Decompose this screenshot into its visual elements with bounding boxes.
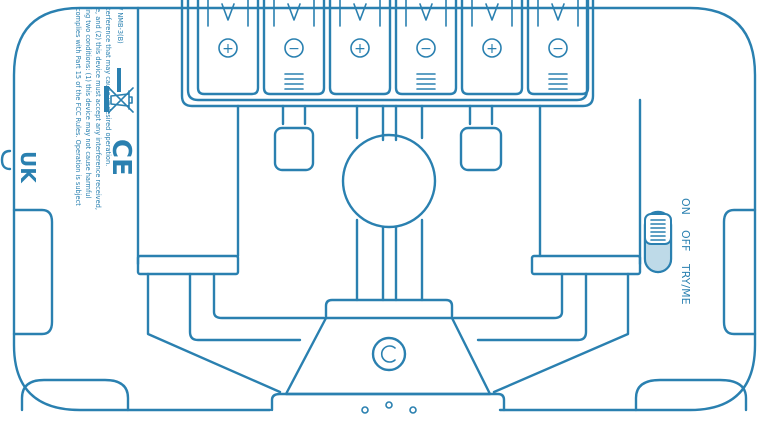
right-bottom-lug xyxy=(634,378,748,412)
inner-panel-outline xyxy=(136,6,642,266)
left-arm-bar xyxy=(136,254,240,276)
spring-contact-icon xyxy=(284,73,304,90)
ce-mark-icon: CE xyxy=(106,139,136,176)
power-jack-icon xyxy=(371,336,407,372)
fcc-line-5: / NMB-3(B) xyxy=(116,8,124,44)
center-upper-posts xyxy=(355,104,424,142)
fcc-line-2: ing two conditions: (1) this device may … xyxy=(84,8,92,198)
fcc-line-1: complies with Part 15 of the FCC Rules. … xyxy=(74,8,82,206)
battery-tip-icon xyxy=(471,0,513,27)
switch-label-off: OFF xyxy=(679,230,692,251)
battery-slot: + xyxy=(196,0,260,96)
polarity-plus: + xyxy=(354,41,366,57)
right-strut xyxy=(452,272,630,394)
spring-contact-icon xyxy=(416,73,436,90)
polarity-minus: − xyxy=(288,41,300,57)
switch-label-on: ON xyxy=(679,198,692,215)
polarity-minus: − xyxy=(420,41,432,57)
battery-slot: − xyxy=(394,0,458,96)
weee-crossed-bin-icon xyxy=(108,68,134,113)
battery-slot: + xyxy=(460,0,524,96)
switch-label-tryme: TRY/ME xyxy=(679,263,692,305)
ukca-mark-icon: UK xyxy=(0,149,40,184)
power-switch[interactable] xyxy=(643,210,673,274)
spring-contact-icon xyxy=(548,73,568,90)
right-arm-bar xyxy=(530,254,642,276)
device-body-outline xyxy=(12,6,757,412)
battery-tip-icon xyxy=(405,0,447,27)
battery-tip-icon xyxy=(537,0,579,27)
polarity-plus: + xyxy=(486,41,498,57)
svg-text:UK: UK xyxy=(16,151,40,184)
svg-text:CE: CE xyxy=(106,139,136,176)
left-strut xyxy=(146,272,326,394)
left-square-knob xyxy=(273,104,315,172)
left-bottom-lug xyxy=(20,378,130,412)
dot-center xyxy=(385,401,393,409)
right-side-tab xyxy=(722,208,757,336)
switch-grip-icon xyxy=(650,219,666,241)
polarity-plus: + xyxy=(222,41,234,57)
battery-tray xyxy=(180,0,595,108)
hub-housing xyxy=(270,298,506,412)
center-circle xyxy=(341,133,437,229)
fcc-line-3: e, and (2) this device must accept any i… xyxy=(94,8,102,210)
battery-slot: − xyxy=(526,0,590,96)
dot-left xyxy=(361,406,369,414)
battery-slot: + xyxy=(328,0,392,96)
battery-tip-icon xyxy=(273,0,315,27)
polarity-minus: − xyxy=(552,41,564,57)
battery-tip-icon xyxy=(207,0,249,27)
battery-tip-icon xyxy=(339,0,381,27)
dot-right xyxy=(409,406,417,414)
center-lower-posts xyxy=(355,218,424,302)
right-square-knob xyxy=(459,104,503,172)
left-side-tab xyxy=(12,208,54,336)
switch-labels: ON OFF TRY/ME xyxy=(679,198,692,305)
weee-underline-bar xyxy=(104,86,109,112)
battery-slot: − xyxy=(262,0,326,96)
fcc-compliance-text: complies with Part 15 of the FCC Rules. … xyxy=(74,8,124,210)
battery-slots: + − + − + − xyxy=(196,0,590,96)
